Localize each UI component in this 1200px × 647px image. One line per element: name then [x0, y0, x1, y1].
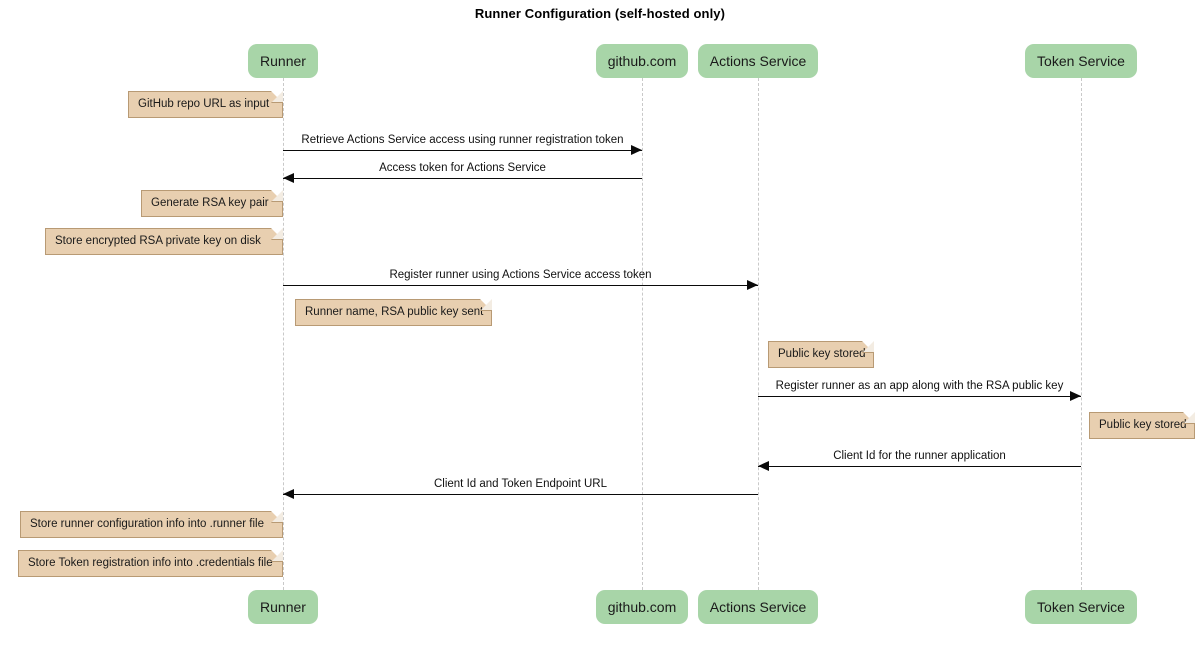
note-text: Public key stored [778, 347, 866, 360]
note-store-token-registration: Store Token registration info into .cred… [18, 550, 283, 577]
message-label: Client Id and Token Endpoint URL [433, 478, 608, 490]
participant-label: github.com [607, 599, 677, 615]
lifeline-runner [283, 78, 284, 590]
participant-label: Actions Service [709, 53, 807, 69]
message-label: Client Id for the runner application [833, 450, 1006, 462]
lifeline-github [642, 78, 643, 590]
participant-actions-bottom[interactable]: Actions Service [698, 590, 818, 624]
note-runner-name-key: Runner name, RSA public key sent [295, 299, 492, 326]
note-text: Public key stored [1099, 418, 1187, 431]
participant-github-bottom[interactable]: github.com [596, 590, 688, 624]
message-line [283, 178, 642, 179]
note-public-key-stored-token: Public key stored [1089, 412, 1195, 439]
participant-label: Actions Service [709, 599, 807, 615]
participant-label: Token Service [1037, 53, 1125, 69]
participant-label: Runner [260, 53, 306, 69]
arrowhead-right-icon [631, 145, 642, 155]
note-text: Store encrypted RSA private key on disk [55, 234, 261, 247]
participant-label: github.com [607, 53, 677, 69]
arrowhead-right-icon [1070, 391, 1081, 401]
message-line [283, 494, 758, 495]
lifeline-token [1081, 78, 1082, 590]
note-public-key-stored-actions: Public key stored [768, 341, 874, 368]
message-label: Register runner using Actions Service ac… [389, 269, 652, 281]
participant-runner-bottom[interactable]: Runner [248, 590, 318, 624]
message-label: Access token for Actions Service [379, 162, 546, 174]
message-line [283, 285, 758, 286]
participant-token-top[interactable]: Token Service [1025, 44, 1137, 78]
page-title: Runner Configuration (self-hosted only) [474, 6, 726, 21]
note-text: Runner name, RSA public key sent [305, 305, 484, 318]
participant-label: Token Service [1037, 599, 1125, 615]
lifeline-actions [758, 78, 759, 590]
participant-label: Runner [260, 599, 306, 615]
note-store-runner-config: Store runner configuration info into .ru… [20, 511, 283, 538]
message-line [283, 150, 642, 151]
participant-github-top[interactable]: github.com [596, 44, 688, 78]
note-text: Store runner configuration info into .ru… [30, 517, 264, 530]
participant-actions-top[interactable]: Actions Service [698, 44, 818, 78]
message-line [758, 396, 1081, 397]
participant-runner-top[interactable]: Runner [248, 44, 318, 78]
arrowhead-left-icon [283, 489, 294, 499]
message-label: Register runner as an app along with the… [775, 380, 1064, 392]
note-text: GitHub repo URL as input [138, 97, 270, 110]
arrowhead-left-icon [758, 461, 769, 471]
message-line [758, 466, 1081, 467]
note-store-private-key: Store encrypted RSA private key on disk [45, 228, 283, 255]
arrowhead-left-icon [283, 173, 294, 183]
participant-token-bottom[interactable]: Token Service [1025, 590, 1137, 624]
note-text: Store Token registration info into .cred… [28, 556, 273, 569]
note-text: Generate RSA key pair [151, 196, 269, 209]
note-repo-url: GitHub repo URL as input [128, 91, 283, 118]
message-label: Retrieve Actions Service access using ru… [301, 134, 624, 146]
note-generate-rsa: Generate RSA key pair [141, 190, 283, 217]
arrowhead-right-icon [747, 280, 758, 290]
